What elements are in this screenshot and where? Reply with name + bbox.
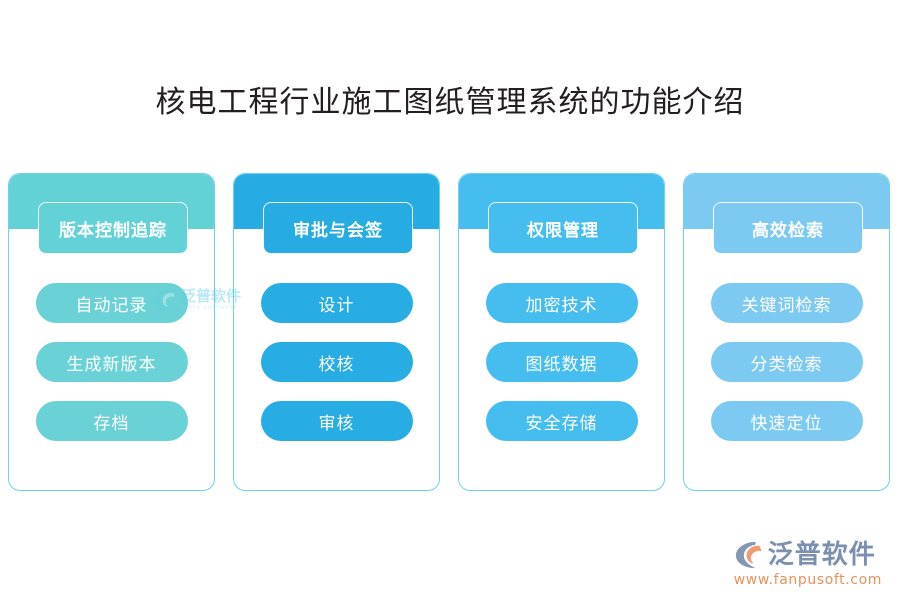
card-item-pill[interactable]: 加密技术 bbox=[485, 283, 638, 323]
brand-logo: 泛普软件 www.fanpusoft.com bbox=[734, 540, 882, 588]
card-header-chip[interactable]: 审批与会签 bbox=[263, 202, 413, 254]
feature-card-grid: 版本控制追踪 自动记录 生成新版本 存档 审批与会签 设计 校核 审核 权限管理… bbox=[8, 173, 892, 491]
logo-url: www.fanpusoft.com bbox=[733, 572, 882, 588]
card-item-pill[interactable]: 安全存储 bbox=[485, 401, 638, 441]
card-header-chip[interactable]: 高效检索 bbox=[713, 202, 863, 254]
page-title: 核电工程行业施工图纸管理系统的功能介绍 bbox=[155, 85, 745, 120]
card-item-pill[interactable]: 校核 bbox=[260, 342, 413, 382]
feature-card[interactable]: 高效检索 关键词检索 分类检索 快速定位 bbox=[683, 173, 890, 491]
card-item-pill[interactable]: 快速定位 bbox=[710, 401, 863, 441]
card-item-list: 自动记录 生成新版本 存档 bbox=[9, 283, 214, 441]
fanpu-logo-icon bbox=[734, 540, 764, 570]
feature-card[interactable]: 审批与会签 设计 校核 审核 bbox=[233, 173, 440, 491]
card-header-chip[interactable]: 权限管理 bbox=[488, 202, 638, 254]
card-item-pill[interactable]: 关键词检索 bbox=[710, 283, 863, 323]
card-item-pill[interactable]: 设计 bbox=[260, 283, 413, 323]
logo-brand-text: 泛普软件 bbox=[767, 540, 876, 570]
card-item-list: 关键词检索 分类检索 快速定位 bbox=[684, 283, 889, 441]
card-header-chip[interactable]: 版本控制追踪 bbox=[38, 202, 188, 254]
feature-card[interactable]: 权限管理 加密技术 图纸数据 安全存储 bbox=[458, 173, 665, 491]
card-item-list: 加密技术 图纸数据 安全存储 bbox=[459, 283, 664, 441]
card-item-pill[interactable]: 审核 bbox=[260, 401, 413, 441]
feature-card[interactable]: 版本控制追踪 自动记录 生成新版本 存档 bbox=[8, 173, 215, 491]
card-item-pill[interactable]: 分类检索 bbox=[710, 342, 863, 382]
card-item-pill[interactable]: 存档 bbox=[35, 401, 188, 441]
card-item-pill[interactable]: 生成新版本 bbox=[35, 342, 188, 382]
card-item-pill[interactable]: 图纸数据 bbox=[485, 342, 638, 382]
card-item-list: 设计 校核 审核 bbox=[234, 283, 439, 441]
card-item-pill[interactable]: 自动记录 bbox=[35, 283, 188, 323]
